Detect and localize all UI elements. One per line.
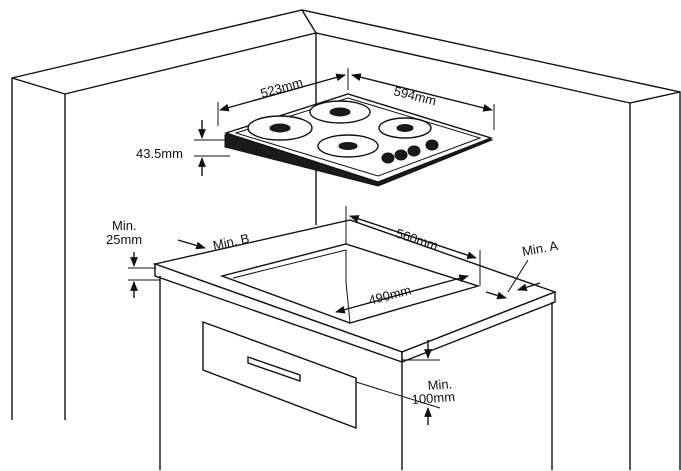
label-hob-width: 594mm bbox=[392, 83, 438, 108]
burner-back bbox=[309, 100, 371, 124]
control-knobs bbox=[381, 139, 439, 164]
burner-left bbox=[247, 115, 313, 141]
dimension-labels: 523mm 594mm 43.5mm 560mm 490mm Min. A Mi… bbox=[106, 75, 559, 407]
label-min-100-line2: 100mm bbox=[411, 389, 455, 407]
label-min-a: Min. A bbox=[521, 238, 560, 259]
burner-front bbox=[317, 134, 379, 158]
label-min-b: Min. B bbox=[212, 231, 251, 253]
label-min-25-line2: 25mm bbox=[106, 232, 142, 247]
label-hob-height: 43.5mm bbox=[136, 146, 183, 161]
drawer bbox=[202, 320, 357, 430]
hob bbox=[223, 93, 494, 187]
label-min-25-line1: Min. bbox=[112, 218, 137, 233]
label-min-100-line1: Min. bbox=[427, 376, 453, 393]
label-hob-depth: 523mm bbox=[259, 75, 305, 101]
burner-right bbox=[378, 117, 432, 139]
dimensions bbox=[128, 68, 541, 425]
